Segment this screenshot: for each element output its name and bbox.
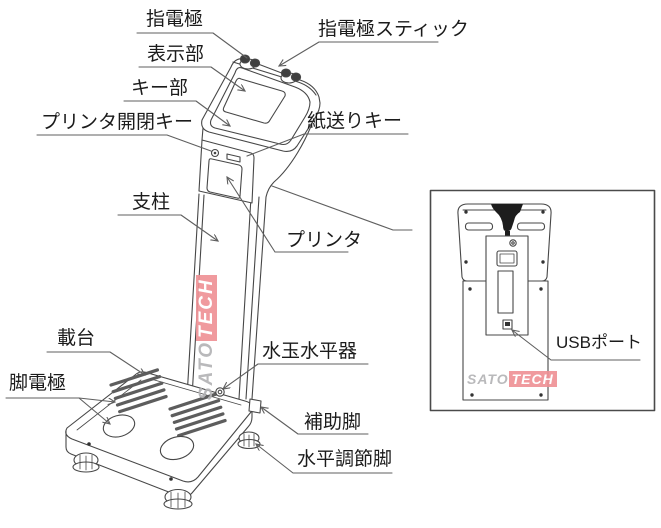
label-level-adjust-foot: 水平調節脚 <box>297 449 393 470</box>
leader-foot-electrode-a <box>78 397 115 402</box>
label-auxiliary-foot: 補助脚 <box>304 412 362 433</box>
watermark-tech: TECH <box>196 275 217 341</box>
auxiliary-foot <box>248 398 262 414</box>
leader-paper-feed-key <box>246 133 409 157</box>
level-adjust-foot-front <box>163 488 193 510</box>
leader-finger-electrode-stick <box>279 41 439 66</box>
label-key-section: キー部 <box>131 78 189 99</box>
label-paper-feed-key: 紙送りキー <box>307 111 403 132</box>
bubble-level <box>215 387 225 397</box>
label-printer-open-close-key: プリンタ開閉キー <box>41 112 194 133</box>
label-display: 表示部 <box>147 44 205 65</box>
paper-feed-key-button <box>226 153 241 163</box>
watermark-sato: SATO <box>196 340 217 400</box>
leader-pillar <box>117 214 218 241</box>
leader-platform <box>46 351 145 375</box>
label-usb-port: USBポート <box>556 333 642 352</box>
label-pillar: 支柱 <box>132 192 171 213</box>
watermark-tech: TECH <box>508 371 557 387</box>
head-unit-drawing <box>201 54 321 152</box>
printer-section-drawing <box>198 102 320 204</box>
leader-printer-open-close-key <box>36 134 212 152</box>
leader-level-adjust-foot <box>256 444 393 474</box>
label-finger-electrode-stick: 指電極スティック <box>318 19 469 40</box>
leader-lines <box>5 32 641 474</box>
leader-key-section <box>123 100 230 126</box>
leader-display <box>138 66 245 91</box>
head-top-facet <box>232 61 317 96</box>
foot-electrode-right <box>159 435 195 461</box>
foot-electrode-left <box>102 414 136 438</box>
key-area-outline <box>209 67 311 146</box>
vent-slots-left <box>109 368 168 414</box>
label-platform: 載台 <box>57 328 96 349</box>
rear-slot <box>497 270 514 314</box>
usb-port-square <box>502 319 513 330</box>
finger-electrode-stick-left <box>239 54 261 70</box>
label-bubble-level: 水玉水平器 <box>262 341 358 362</box>
body-right-edge <box>265 102 320 198</box>
level-adjust-foot-left <box>72 452 100 473</box>
finger-electrode-stick-right <box>280 68 302 84</box>
panel-connector-line <box>271 185 413 231</box>
level-adjust-foot-right <box>237 431 261 450</box>
vent-slots-right <box>168 392 227 438</box>
label-printer: プリンタ <box>286 230 363 251</box>
rear-stick-holder <box>491 204 523 231</box>
label-finger-electrode: 指電極 <box>146 9 204 30</box>
leader-bubble-level <box>223 363 369 389</box>
label-foot-electrode: 脚電極 <box>9 373 67 394</box>
watermark-sato: SATO <box>467 371 509 387</box>
leader-finger-electrode <box>136 32 248 59</box>
leader-usb-port <box>512 330 641 361</box>
leader-foot-electrode-b <box>78 397 110 424</box>
rear-back-cover <box>485 235 529 336</box>
printer-door <box>206 158 243 199</box>
leader-auxiliary-foot <box>261 407 369 435</box>
satotech-watermark-vertical: SATOTECH <box>196 275 218 400</box>
leader-printer <box>227 177 349 253</box>
pillar-drawing <box>186 193 267 400</box>
